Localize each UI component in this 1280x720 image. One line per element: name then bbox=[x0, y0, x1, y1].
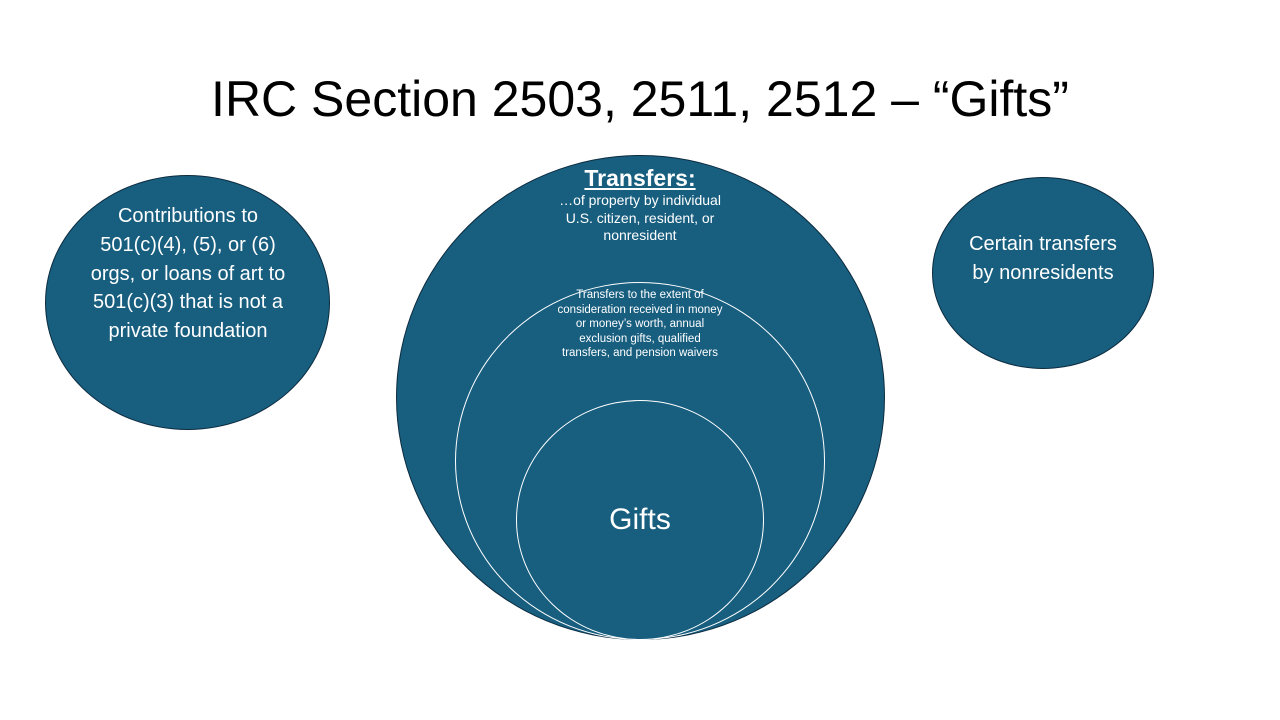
transfers-heading: Transfers: bbox=[584, 165, 696, 191]
slide-title: IRC Section 2503, 2511, 2512 – “Gifts” bbox=[211, 71, 1069, 127]
right-ellipse-text: Certain transfers by nonresidents bbox=[969, 233, 1117, 284]
left-ellipse bbox=[45, 175, 330, 430]
middle-circle-text: Transfers to the extent of consideration… bbox=[557, 289, 723, 359]
inner-circle-gifts bbox=[516, 400, 764, 640]
right-ellipse bbox=[932, 177, 1154, 369]
gifts-label: Gifts bbox=[609, 503, 671, 536]
left-ellipse-text: Contributions to 501(c)(4), (5), or (6) … bbox=[90, 205, 286, 343]
transfers-description: …of property by individual U.S. citizen,… bbox=[559, 192, 721, 243]
